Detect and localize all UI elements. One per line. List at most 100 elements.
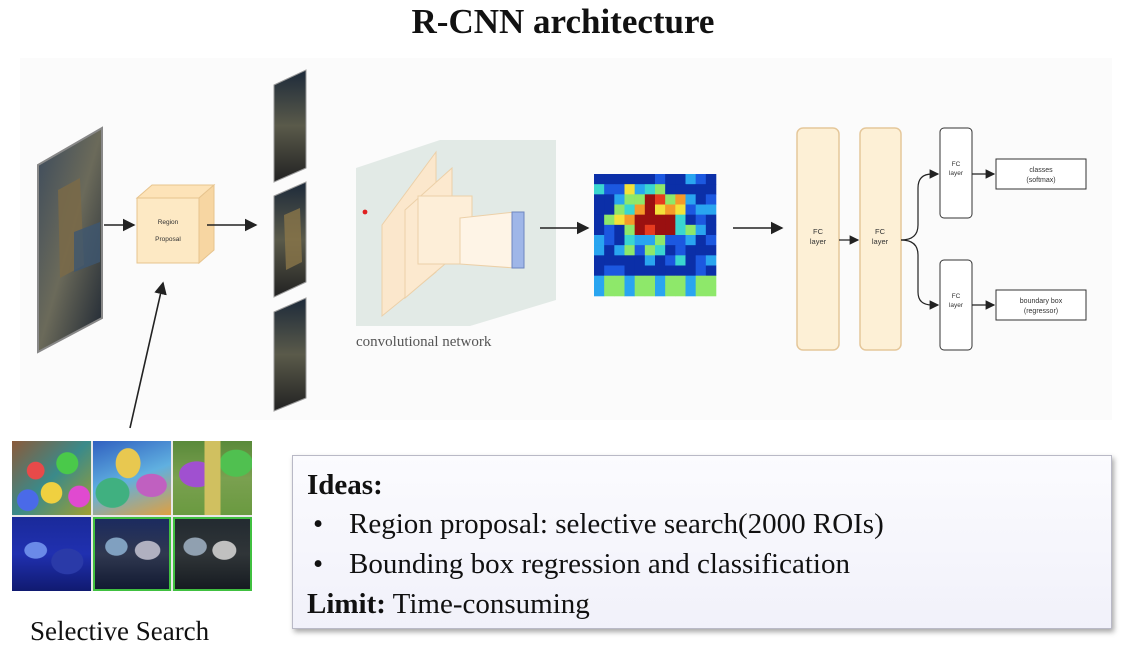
bullet-dot: • — [313, 548, 324, 580]
selective-search-grid — [12, 441, 252, 591]
heatmap-cell — [594, 265, 605, 276]
heatmap-cell — [634, 214, 646, 226]
fc-layer-2: FC layer — [859, 127, 902, 351]
heatmap-cell — [655, 285, 666, 297]
heatmap-cell — [705, 235, 717, 246]
heatmap-cell — [614, 275, 625, 287]
heatmap-cell — [655, 245, 666, 256]
region-proposal-box: Region Proposal — [135, 183, 216, 265]
page-title: R-CNN architecture — [411, 2, 715, 41]
heatmap-cell — [675, 275, 686, 287]
heatmap-cell — [675, 214, 686, 226]
heatmap-cell — [665, 184, 676, 195]
heatmap-cell — [705, 194, 717, 205]
heatmap-cell — [655, 214, 666, 226]
heatmap-cell — [695, 255, 707, 266]
heatmap-cell — [644, 245, 656, 256]
heatmap-cell — [655, 224, 666, 236]
heatmap-cell — [655, 255, 666, 266]
heatmap-cell — [655, 235, 666, 246]
warped-region-crops — [273, 69, 307, 412]
heatmap-cell — [705, 224, 717, 236]
heatmap-cell — [695, 214, 707, 226]
heatmap-cell — [604, 245, 615, 256]
heatmap-cell — [675, 265, 686, 276]
heatmap-cell — [665, 214, 676, 226]
heatmap-cell — [644, 275, 656, 287]
heatmap-cell — [705, 265, 717, 276]
heatmap-cell — [594, 255, 605, 266]
heatmap-cell — [665, 285, 676, 297]
heatmap-cell — [675, 224, 686, 236]
heatmap-cell — [594, 194, 605, 205]
idea-bullet-text: Region proposal: selective search(2000 R… — [349, 508, 884, 540]
arrow-selective-search-to-proposal — [129, 281, 167, 429]
heatmap-cell — [614, 194, 625, 205]
heatmap-cell — [604, 184, 615, 195]
heatmap-cell — [644, 214, 656, 226]
heatmap-cell — [695, 224, 707, 236]
heatmap-cell — [665, 235, 676, 246]
heatmap-cell — [624, 214, 635, 226]
heatmap-cell — [685, 204, 696, 215]
heatmap-cell — [624, 184, 635, 195]
heatmap-cell — [705, 245, 717, 256]
limit-text: Time-consuming — [392, 588, 590, 620]
branch-connector — [900, 169, 940, 310]
heatmap-cell — [594, 184, 605, 195]
heatmap-cell — [665, 194, 676, 205]
heatmap-cell — [685, 235, 696, 246]
heatmap-cell — [614, 224, 625, 236]
heatmap-cell — [634, 224, 646, 236]
heatmap-cell — [644, 204, 656, 215]
heatmap-cell — [644, 265, 656, 276]
heatmap-cell — [685, 214, 696, 226]
heatmap-cell — [604, 214, 615, 226]
heatmap-cell — [695, 184, 707, 195]
heatmap-cell — [665, 275, 676, 287]
heatmap-cell — [624, 174, 635, 185]
heatmap-cell — [655, 194, 666, 205]
classes-softmax-box: classes (softmax) — [995, 158, 1087, 190]
idea-bullet: • Region proposal: selective search(2000… — [307, 504, 1097, 544]
fc-layer-1-label-1: FC — [813, 227, 824, 236]
heatmap-cell — [624, 275, 635, 287]
heatmap-cell — [675, 194, 686, 205]
fc-layer-bbox-branch: FC layer — [939, 259, 973, 351]
heatmap-cell — [695, 285, 707, 297]
heatmap-cell — [614, 184, 625, 195]
heatmap-cell — [695, 174, 707, 185]
heatmap-cell — [675, 204, 686, 215]
heatmap-cell — [604, 204, 615, 215]
heatmap-cell — [665, 174, 676, 185]
region-proposal-label-2: Proposal — [155, 236, 181, 243]
heatmap-cell — [685, 194, 696, 205]
heatmap-cell — [594, 204, 605, 215]
heatmap-cell — [594, 245, 605, 256]
classes-label-1: classes — [1029, 167, 1053, 174]
heatmap-cell — [644, 235, 656, 246]
heatmap-cell — [634, 275, 646, 287]
heatmap-cell — [655, 275, 666, 287]
heatmap-cell — [705, 174, 717, 185]
heatmap-cell — [705, 184, 717, 195]
heatmap-cell — [604, 194, 615, 205]
heatmap-cell — [685, 285, 696, 297]
bbox-label-2: (regressor) — [1024, 308, 1058, 315]
fc-layer-4-label-1: FC — [952, 293, 961, 300]
heatmap-cell — [655, 174, 666, 185]
fc-layer-classes-branch: FC layer — [939, 127, 973, 219]
heatmap-cell — [695, 245, 707, 256]
detection-thumbnail — [92, 517, 172, 591]
heatmap-cell — [655, 265, 666, 276]
heatmap-cell — [675, 255, 686, 266]
heatmap-cell — [594, 174, 605, 185]
selective-search-caption: Selective Search — [30, 616, 210, 646]
heatmap-cell — [604, 265, 615, 276]
heatmap-cell — [665, 204, 676, 215]
heatmap-cell — [695, 194, 707, 205]
limit-line: Limit: Time-consuming — [307, 584, 1097, 624]
heatmap-cell — [675, 174, 686, 185]
heatmap-cell — [644, 224, 656, 236]
heatmap-cell — [634, 174, 646, 185]
